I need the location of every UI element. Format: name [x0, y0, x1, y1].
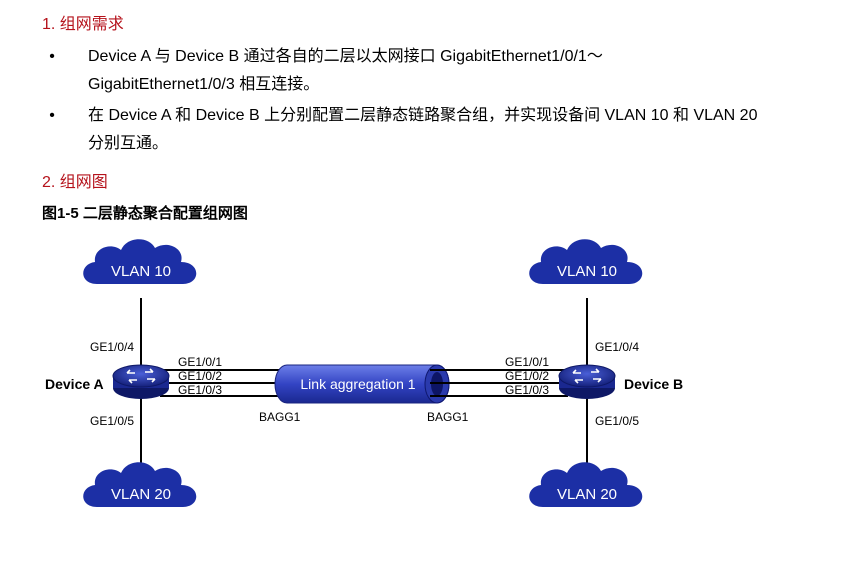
section-title-diagram: 2. 组网图	[42, 174, 108, 191]
device-a-label: Device A	[45, 376, 104, 392]
device-b-label: Device B	[624, 376, 683, 392]
port-label: GE1/0/2	[178, 369, 222, 383]
bullet-text-line: 在 Device A 和 Device B 上分别配置二层静态链路聚合组，并实现…	[88, 107, 758, 124]
cloud-icon: VLAN 20	[529, 462, 643, 507]
bullet-text-line: Device A 与 Device B 通过各自的二层以太网接口 Gigabit…	[88, 48, 603, 65]
port-label: GE1/0/3	[505, 383, 549, 397]
port-label: GE1/0/3	[178, 383, 222, 397]
cloud-icon: VLAN 10	[529, 239, 643, 284]
port-label: GE1/0/1	[505, 355, 549, 369]
link-aggregation-tube: Link aggregation 1	[274, 364, 450, 404]
section-title-requirements: 1. 组网需求	[42, 16, 124, 33]
port-label: GE1/0/5	[595, 414, 639, 428]
port-label: GE1/0/4	[90, 340, 134, 354]
bagg-label: BAGG1	[427, 410, 469, 424]
port-label: GE1/0/5	[90, 414, 134, 428]
cloud-label: VLAN 20	[557, 486, 617, 503]
cloud-label: VLAN 10	[557, 263, 617, 280]
bullet-text-line: GigabitEthernet1/0/3 相互连接。	[88, 76, 320, 93]
figure-caption: 图1-5 二层静态聚合配置组网图	[42, 205, 248, 222]
switch-icon	[112, 364, 170, 399]
cloud-icon: VLAN 20	[83, 462, 197, 507]
port-label: GE1/0/1	[178, 355, 222, 369]
bullet-text-line: 分别互通。	[88, 135, 169, 152]
cloud-icon: VLAN 10	[83, 239, 197, 284]
bullet-dot: •	[49, 107, 55, 124]
switch-icon	[558, 364, 616, 399]
port-label: GE1/0/2	[505, 369, 549, 383]
bagg-label: BAGG1	[259, 410, 301, 424]
cloud-label: VLAN 10	[111, 263, 171, 280]
port-label: GE1/0/4	[595, 340, 639, 354]
bullet-dot: •	[49, 48, 55, 65]
aggregation-label: Link aggregation 1	[300, 376, 415, 392]
cloud-label: VLAN 20	[111, 486, 171, 503]
